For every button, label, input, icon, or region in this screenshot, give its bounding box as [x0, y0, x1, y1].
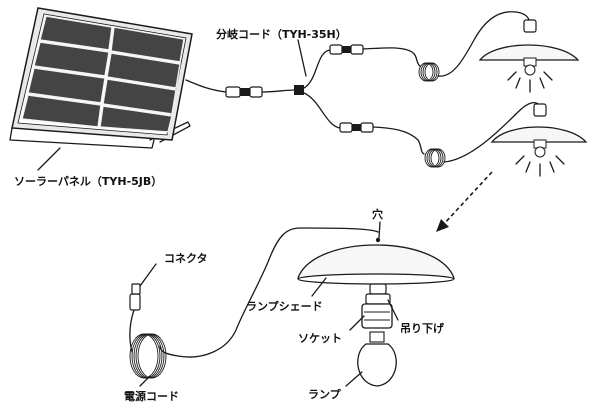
lower-cord-coil — [424, 148, 446, 168]
label-connector: コネクタ — [164, 252, 208, 265]
panel-cable — [185, 79, 227, 93]
splitter-hub — [294, 85, 304, 95]
label-solar-panel: ソーラーパネル（TYH-5JB） — [14, 175, 162, 188]
label-lamp: ランプ — [308, 387, 342, 401]
splitter-upper-branch — [303, 49, 331, 89]
label-hole: 穴 — [372, 207, 383, 221]
connector-plug — [129, 283, 141, 311]
solar-panel — [9, 7, 193, 149]
upper-lamp — [478, 19, 580, 93]
upper-plug — [329, 44, 364, 55]
lower-plug — [339, 122, 374, 133]
panel-plug — [225, 86, 263, 98]
label-lamp-shade: ランプシェード — [246, 299, 323, 313]
label-power-cord: 電源コード — [124, 389, 179, 403]
splitter-lower-branch — [303, 92, 341, 129]
detail-arrow — [436, 171, 493, 232]
detail-lamp — [129, 227, 455, 387]
leader-lines — [37, 39, 399, 387]
power-cord-coil — [129, 333, 167, 379]
label-splitter-cord: 分岐コード（TYH-35H） — [216, 27, 347, 41]
label-hanger: 吊り下げ — [400, 321, 445, 335]
upper-cord-coil — [418, 62, 440, 82]
lower-lamp — [490, 103, 588, 177]
label-socket: ソケット — [298, 332, 342, 345]
